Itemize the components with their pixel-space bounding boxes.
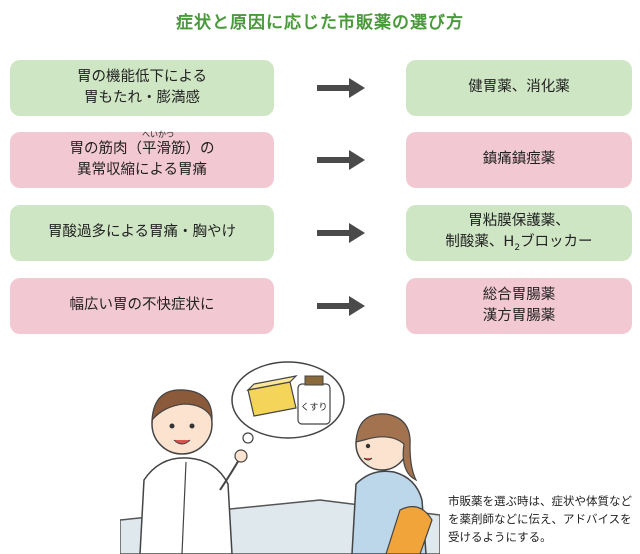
cause-2-line-2: 異常収縮による胃痛 bbox=[76, 162, 208, 178]
caption-text: 市販薬を選ぶ時は、症状や体質などを薬剤師などに伝え、アドバイスを受けるようにする… bbox=[448, 494, 632, 544]
medicine-bottle-label: くすり bbox=[300, 402, 327, 413]
cause-2-ruby-base: 平滑 bbox=[142, 140, 171, 157]
remedy-box-4: 総合胃腸薬 漢方胃腸薬 bbox=[406, 278, 632, 334]
cause-1-line-2: 胃もたれ・膨満感 bbox=[83, 90, 200, 106]
remedy-2-line-1: 鎮痛鎮痙薬 bbox=[482, 151, 556, 168]
cause-3-line-1: 胃酸過多による胃痛・胸やけ bbox=[47, 224, 237, 241]
remedy-3-line-2-a: 制酸薬、H bbox=[445, 234, 515, 251]
cause-2-line-1: 胃の筋肉（へいかつ平滑筋）の bbox=[69, 130, 215, 160]
right-arrow-icon bbox=[317, 78, 365, 98]
remedy-4-line-1: 総合胃腸薬 bbox=[482, 286, 556, 303]
pharmacist-consultation-illustration: くすり bbox=[120, 361, 440, 554]
page-title: 症状と原因に応じた市販薬の選び方 bbox=[176, 13, 464, 33]
remedy-1-line-1: 健胃薬、消化薬 bbox=[468, 79, 570, 96]
cause-box-4: 幅広い胃の不快症状に bbox=[10, 278, 274, 334]
right-arrow-icon bbox=[317, 296, 365, 316]
right-arrow-icon bbox=[317, 223, 365, 243]
cause-2-line-1-a: 胃の筋肉（ bbox=[69, 140, 143, 157]
cause-2-ruby: へいかつ平滑 bbox=[142, 130, 174, 160]
remedy-3-line-2-b: ブロッカー bbox=[520, 234, 593, 251]
remedy-box-1: 健胃薬、消化薬 bbox=[406, 60, 632, 116]
remedy-3-line-1: 胃粘膜保護薬、 bbox=[468, 213, 570, 230]
remedy-4-line-2: 漢方胃腸薬 bbox=[482, 308, 556, 324]
cause-box-3: 胃酸過多による胃痛・胸やけ bbox=[10, 205, 274, 261]
remedy-box-3: 胃粘膜保護薬、 制酸薬、H2ブロッカー bbox=[406, 205, 632, 261]
cause-2-ruby-text: へいかつ bbox=[142, 129, 174, 139]
remedy-box-2: 鎮痛鎮痙薬 bbox=[406, 132, 632, 188]
cause-2-line-1-b: 筋）の bbox=[171, 140, 215, 157]
right-arrow-icon bbox=[317, 150, 365, 170]
remedy-3-line-2: 制酸薬、H2ブロッカー bbox=[445, 232, 592, 255]
cause-box-2: 胃の筋肉（へいかつ平滑筋）の 異常収縮による胃痛 bbox=[10, 130, 274, 188]
remedy-3-line-2-sub: 2 bbox=[514, 242, 521, 253]
cause-box-1: 胃の機能低下による 胃もたれ・膨満感 bbox=[10, 60, 274, 116]
cause-1-line-1: 胃の機能低下による bbox=[76, 68, 208, 85]
cause-4-line-1: 幅広い胃の不快症状に bbox=[69, 297, 215, 314]
